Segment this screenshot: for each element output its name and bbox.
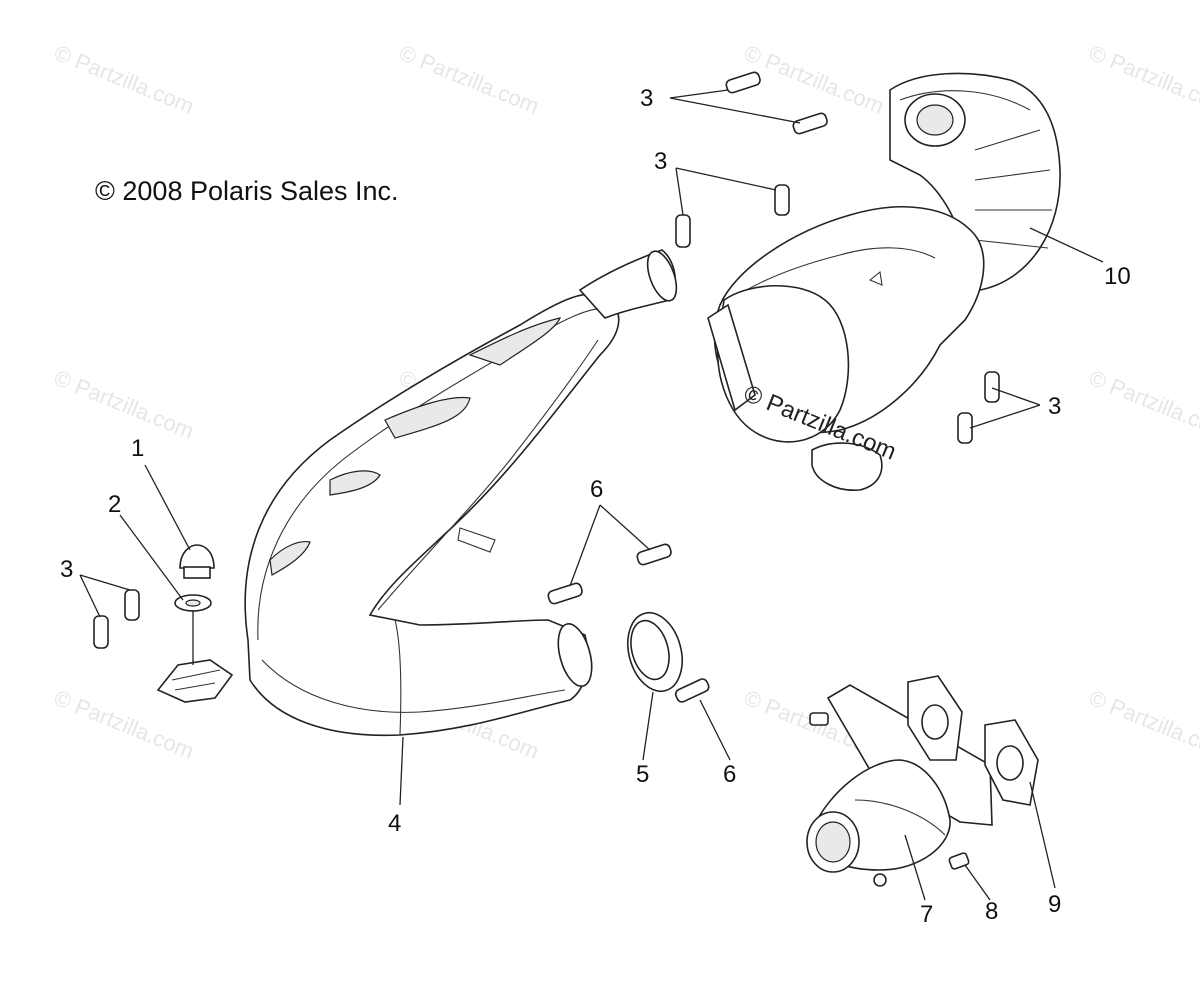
spring-3[interactable] [93, 615, 109, 649]
gasket[interactable] [984, 719, 1039, 806]
bolt[interactable] [809, 712, 829, 726]
callout-6[interactable]: 6 [723, 761, 737, 788]
callout-1[interactable]: 1 [131, 435, 145, 462]
spring-6[interactable] [674, 677, 710, 703]
callout-2[interactable]: 2 [108, 491, 122, 518]
callout-10[interactable]: 10 [1104, 263, 1131, 290]
callout-4[interactable]: 4 [388, 810, 402, 837]
callout-3[interactable]: 3 [1048, 393, 1062, 420]
expansion-chamber-pipe[interactable] [244, 247, 682, 737]
gasket[interactable] [907, 675, 963, 761]
spring-3[interactable] [675, 214, 691, 248]
callout-9[interactable]: 9 [1048, 891, 1062, 918]
callout-3[interactable]: 3 [60, 556, 74, 583]
callout-3[interactable]: 3 [654, 148, 668, 175]
spring-6[interactable] [636, 543, 672, 566]
exhaust-manifold[interactable] [806, 684, 993, 887]
seal-ring[interactable] [620, 607, 691, 698]
spring-3[interactable] [124, 589, 140, 621]
callout-7[interactable]: 7 [920, 901, 934, 928]
spring-3[interactable] [774, 184, 790, 216]
spring-3[interactable] [957, 412, 973, 444]
spring-3[interactable] [725, 71, 761, 94]
spring-3[interactable] [984, 371, 1000, 403]
spring-3[interactable] [792, 112, 828, 135]
grommet-cap[interactable] [179, 544, 215, 579]
leader-lines [79, 89, 1104, 901]
callout-3[interactable]: 3 [640, 85, 654, 112]
copyright-notice: © 2008 Polaris Sales Inc. [95, 176, 399, 206]
bolt[interactable] [948, 852, 970, 870]
callout-8[interactable]: 8 [985, 898, 999, 925]
callout-5[interactable]: 5 [636, 761, 650, 788]
mounting-bracket [156, 659, 234, 703]
callout-6[interactable]: 6 [590, 476, 604, 503]
silencer-muffler[interactable] [707, 72, 1061, 491]
spring-6[interactable] [547, 582, 583, 605]
